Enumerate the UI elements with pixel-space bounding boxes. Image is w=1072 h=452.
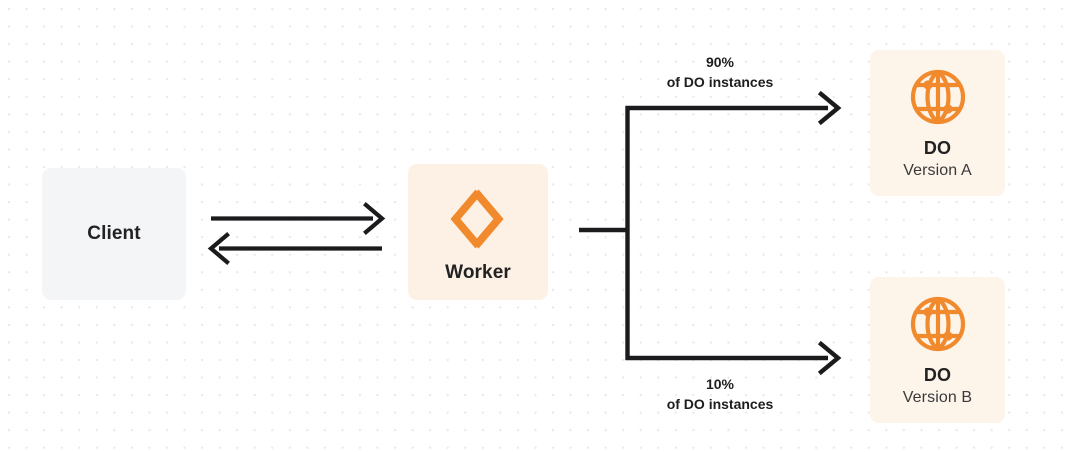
edge-label-90-percent: 90% of DO instances [620,52,820,93]
arrow-worker-to-do-b [625,340,842,376]
arrow-worker-to-do-a [625,90,842,126]
do-b-version-label: Version B [902,389,973,406]
edge-label-10-percent-value: 10% [705,376,735,392]
globe-icon [909,295,967,353]
worker-label: Worker [445,262,511,283]
cloudflare-workers-icon [445,186,511,252]
do-a-label: DO [923,138,952,159]
client-label: Client [87,223,141,244]
arrow-worker-to-client [207,232,382,265]
edge-label-90-percent-text: of DO instances [666,74,774,91]
node-client[interactable]: Client [42,168,186,300]
do-a-version-label: Version A [903,162,972,179]
node-do-version-b[interactable]: DO Version B [870,277,1005,423]
node-worker[interactable]: Worker [408,164,548,300]
globe-icon [909,68,967,126]
edge-label-10-percent: 10% of DO instances [620,374,820,415]
arrow-client-to-worker [211,202,386,235]
edge-label-90-percent-value: 90% [705,54,735,70]
node-do-version-a[interactable]: DO Version A [870,50,1005,196]
edge-label-10-percent-text: of DO instances [666,396,774,413]
do-b-label: DO [923,365,952,386]
